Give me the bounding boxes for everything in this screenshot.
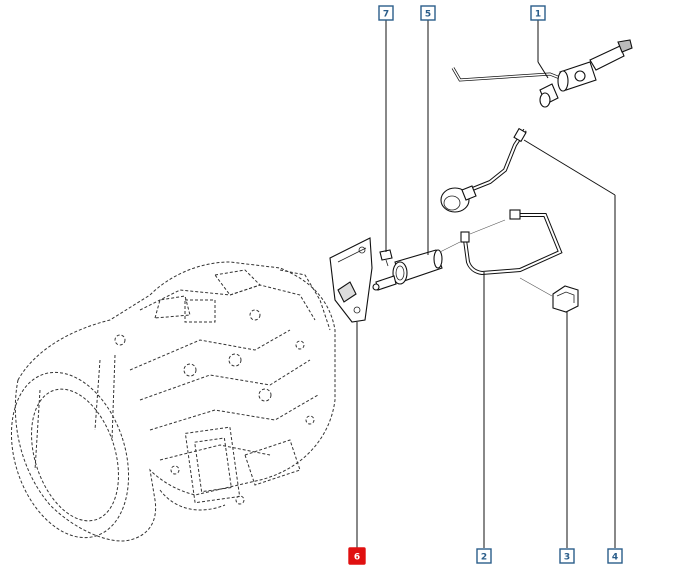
pipe-clip-part-3 [519,277,579,313]
callout-4-label: 4 [612,553,618,563]
callout-5[interactable]: 5 [420,5,436,21]
callout-6[interactable]: 6 [348,547,366,565]
bracket-part-6 [329,237,373,323]
bolt-part-7 [379,249,393,267]
clutch-pipe-part-2 [439,209,563,276]
slave-cylinder-part-5 [372,249,443,291]
callout-7-label: 7 [383,10,389,20]
callout-2[interactable]: 2 [476,548,492,564]
callout-6-label: 6 [354,553,360,563]
callout-5-label: 5 [425,10,431,20]
callout-3-label: 3 [564,553,570,563]
callout-3[interactable]: 3 [559,548,575,564]
gearbox-housing [10,261,336,542]
callout-1-label: 1 [535,10,541,20]
callout-2-label: 2 [481,553,487,563]
callout-7[interactable]: 7 [378,5,394,21]
hydraulic-hose-part-4 [440,127,527,213]
master-cylinder-assembly-part-1 [451,39,633,108]
leader-lines [356,20,616,548]
callout-1[interactable]: 1 [530,5,546,21]
callout-4[interactable]: 4 [607,548,623,564]
